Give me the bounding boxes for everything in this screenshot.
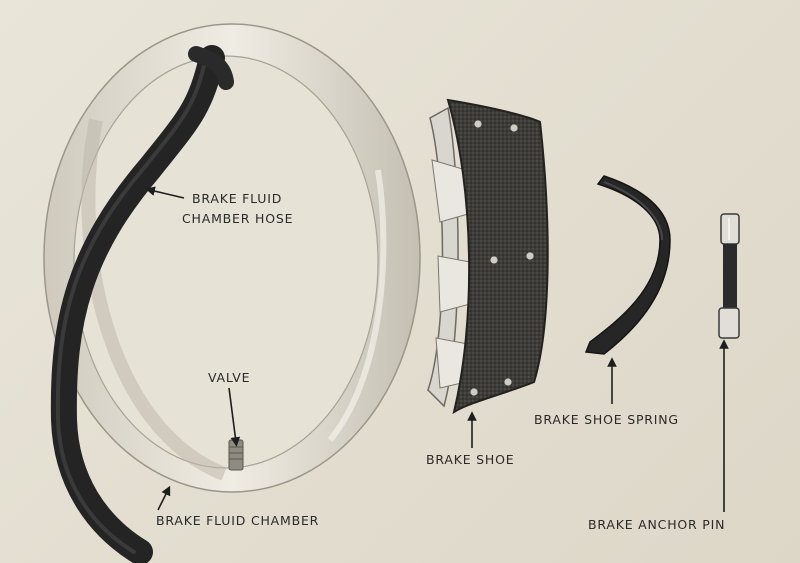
label-valve: VALVE: [208, 370, 250, 386]
brake-shoe-spring: [586, 176, 670, 354]
label-hose-line1: BRAKE FLUID: [192, 191, 282, 207]
valve: [229, 440, 243, 470]
label-chamber: BRAKE FLUID CHAMBER: [156, 513, 319, 529]
label-shoe: BRAKE SHOE: [426, 452, 514, 468]
label-pin: BRAKE ANCHOR PIN: [588, 517, 725, 533]
brake-anchor-pin: [719, 214, 739, 338]
label-hose-line2: CHAMBER HOSE: [182, 211, 293, 227]
label-spring: BRAKE SHOE SPRING: [534, 412, 679, 428]
brake-shoe: [428, 100, 548, 412]
chamber-arrow: [158, 490, 168, 510]
